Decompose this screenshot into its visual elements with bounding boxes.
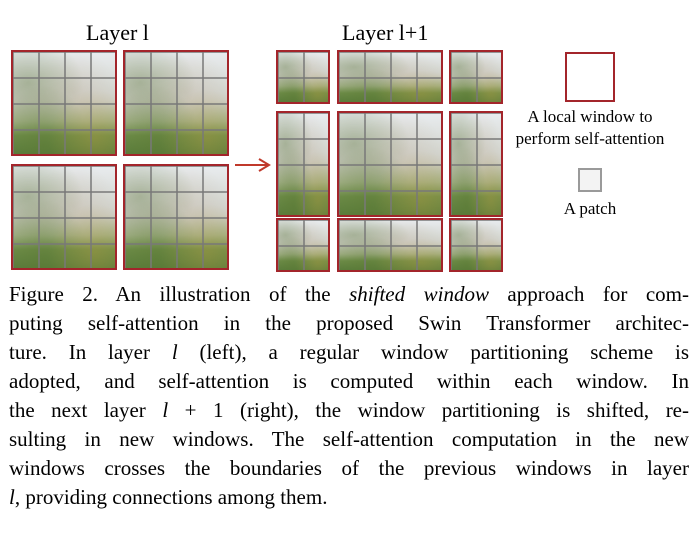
- layer-l-label: Layer l: [86, 20, 149, 45]
- layer-l-window-bottom-right: [123, 164, 229, 270]
- shifted-window-8: [337, 218, 443, 272]
- layer-l-window-top-right: [123, 50, 229, 156]
- shifted-window-9: [449, 218, 503, 272]
- shifted-window-5: [337, 111, 443, 217]
- layer-l-plus-1-label: Layer l+1: [342, 20, 429, 45]
- caption-line-2: puting self-attention in the proposed Sw…: [9, 311, 689, 335]
- legend-patch-text: A patch: [563, 199, 617, 218]
- legend-window-text-2: perform self-attention: [515, 129, 665, 148]
- caption-line-6: sulting in new windows. The self-attenti…: [9, 427, 689, 451]
- layer-l-window-top-left: [11, 50, 117, 156]
- shifted-window-1: [276, 50, 330, 104]
- legend-patch-swatch: [578, 168, 602, 192]
- arrow-right-icon: [235, 158, 271, 172]
- caption-line-7: windows crosses the boundaries of the pr…: [9, 456, 689, 480]
- shifted-window-2: [337, 50, 443, 104]
- layer-l-window-bottom-left: [11, 164, 117, 270]
- legend-window-swatch: [565, 52, 615, 102]
- shifted-window-6: [449, 111, 503, 217]
- caption-line-8: l, providing connections among them.: [9, 485, 328, 509]
- caption-line-1: Figure 2. An illustration of the shifted…: [9, 282, 689, 306]
- shifted-window-3: [449, 50, 503, 104]
- figure-caption: Figure 2. An illustration of the shifted…: [9, 280, 689, 512]
- legend-window-text-1: A local window to: [527, 107, 653, 126]
- shifted-window-7: [276, 218, 330, 272]
- caption-line-5: the next layer l + 1 (right), the window…: [9, 398, 689, 422]
- shifted-window-4: [276, 111, 330, 217]
- caption-line-4: adopted, and self-attention is computed …: [9, 369, 689, 393]
- caption-line-3: ture. In layer l (left), a regular windo…: [9, 340, 689, 364]
